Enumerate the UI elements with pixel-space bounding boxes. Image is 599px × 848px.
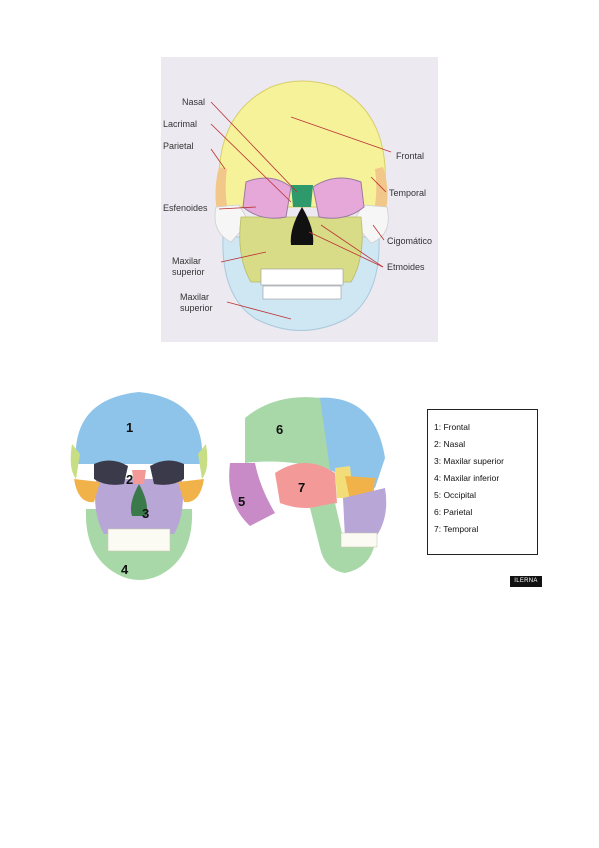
label-esfenoides: Esfenoides [163,203,208,213]
label-nasal: Nasal [182,97,206,107]
label-lacrimal: Lacrimal [163,119,198,129]
nasal-cavity-shape [290,207,314,245]
skull-front-labeled-diagram [161,57,438,342]
legend-item-nasal: 2: Nasal [434,439,466,449]
skull-lateral-numbered-diagram: 5 6 7 [225,388,405,576]
frontal-region [75,392,203,464]
parietal-left-region [70,444,80,479]
ilerna-logo-watermark: ILERNA [510,576,542,587]
legend-item-maxilar-superior: 3: Maxilar superior [434,456,504,466]
frontal-lateral-region [315,397,385,488]
upper-teeth [260,268,344,286]
orbit-left-region [94,460,128,485]
number-label-6: 6 [276,422,283,437]
lower-teeth [262,285,342,300]
maxilla-shape [239,216,363,283]
nasal-bone-shape [291,185,313,207]
zygomatic-left-region [74,479,100,503]
teeth-region [107,528,171,552]
parietal-lateral-region [245,397,330,470]
parietal-right-region [198,444,208,479]
occipital-lateral-region [229,463,275,526]
skull-lateral-numbered-illustration: 5 6 7 [229,397,387,573]
orbit-right-region [150,460,184,485]
label-temporal: Temporal [389,188,427,198]
orbit-left-shape [242,177,292,219]
number-label-7: 7 [298,480,305,495]
label-maxilar-superior-1: Maxilar superior [172,256,205,277]
maxilla-lateral-region [343,488,387,538]
number-label-5: 5 [238,494,245,509]
legend-item-temporal: 7: Temporal [434,524,479,534]
number-label-4: 4 [121,562,129,577]
legend-item-maxilar-inferior: 4: Maxilar inferior [434,473,500,483]
number-label-1: 1 [126,420,133,435]
temporal-lateral-region [275,463,337,508]
legend-item-frontal: 1: Frontal [434,422,470,432]
nasal-region [132,470,146,484]
orbit-right-shape [312,177,365,219]
number-label-3: 3 [142,506,149,521]
skull-front-numbered-illustration: 1 2 3 4 [70,392,208,580]
label-frontal: Frontal [396,151,425,161]
label-parietal: Parietal [163,141,194,151]
legend-box: 1: Frontal 2: Nasal 3: Maxilar superior … [427,409,538,555]
label-maxilar-superior-2: Maxilar superior [180,292,213,313]
legend-item-parietal: 6: Parietal [434,507,473,517]
zygomatic-right-region [178,479,204,503]
frontal-bone-shape [218,80,386,208]
skull-front-numbered-diagram: 1 2 3 4 [66,384,212,586]
legend-item-occipital: 5: Occipital [434,490,477,500]
lateral-teeth [340,532,378,548]
number-label-2: 2 [126,472,133,487]
label-cigomatico: Cigomático [387,236,433,246]
skull-front-illustration [210,80,392,331]
label-etmoides: Etmoides [387,262,425,272]
nasal-cavity-region [130,484,148,516]
